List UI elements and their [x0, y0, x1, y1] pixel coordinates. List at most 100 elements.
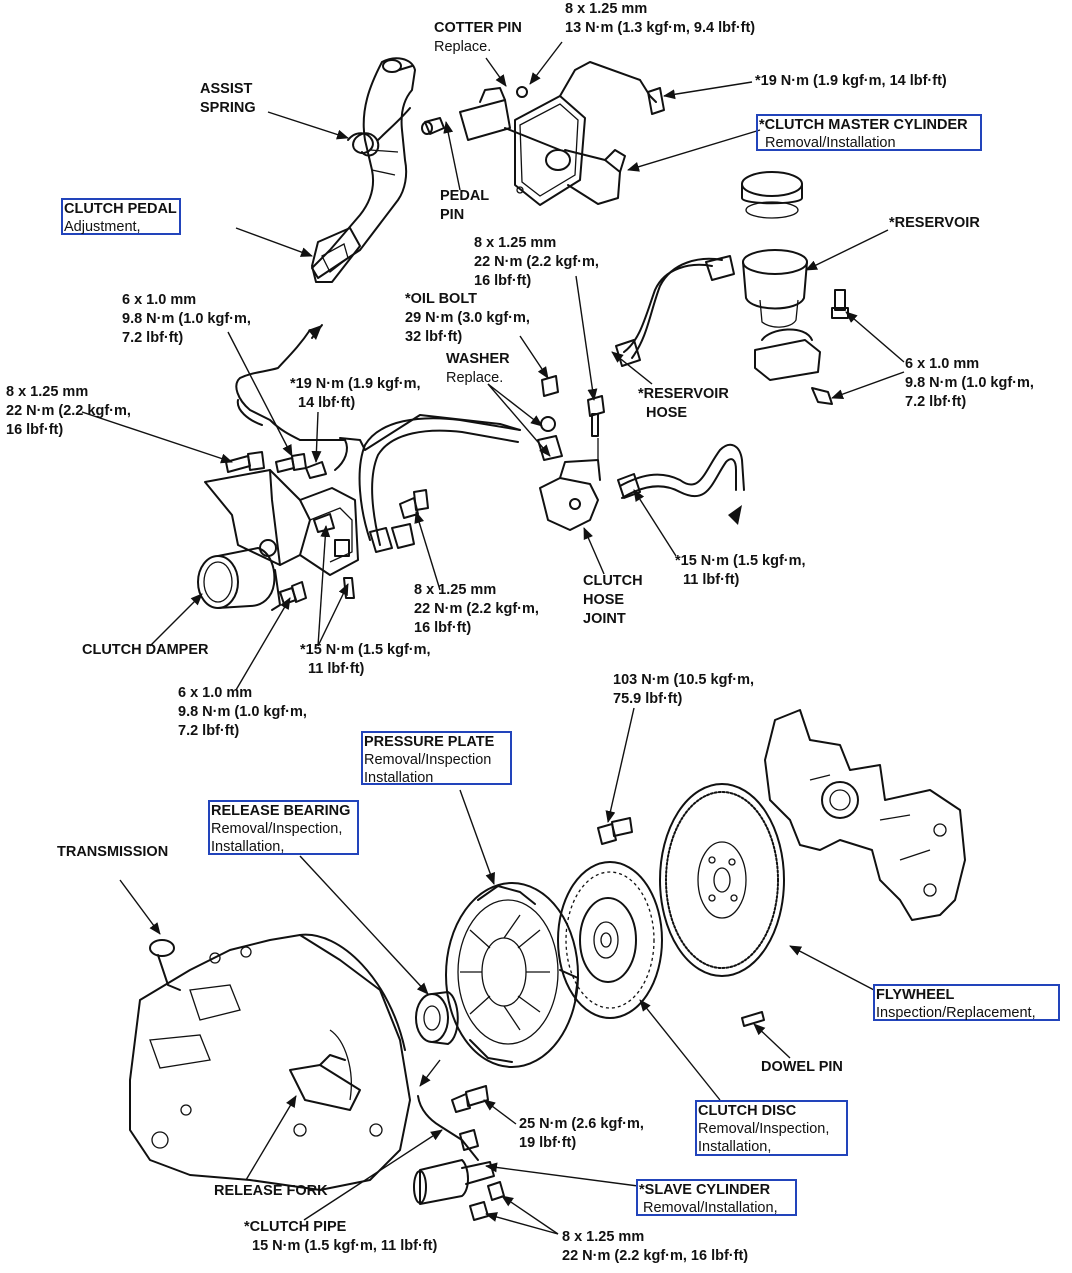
transmission-drawing — [129, 933, 411, 1191]
hose-end-fitting — [369, 527, 393, 553]
assist-spring-drawing — [347, 107, 411, 157]
pressure-plate-bolt-torque: 25 N·m (2.6 kgf·m, — [519, 1116, 644, 1132]
release-bearing-drawing — [415, 991, 459, 1045]
pipe-bracket-assembly — [204, 329, 359, 611]
assist-spring-line1: ASSIST — [200, 81, 253, 97]
slave-cylinder-title: *SLAVE CYLINDER — [639, 1182, 771, 1198]
hose-clip — [391, 523, 415, 549]
clutch-hose-joint-drawing — [537, 375, 605, 531]
reservoir-hose-line1: *RESERVOIR — [638, 386, 729, 402]
clutch-hose-joint-line2: HOSE — [583, 592, 625, 608]
hose-joint-bolt-label: 8 x 1.25 mm 22 N·m (2.2 kgf·m, 16 lbf·ft… — [474, 234, 599, 291]
pressure-plate-procedure-1: Removal/Inspection — [364, 752, 492, 768]
pipe-torque-left-label: *19 N·m (1.9 kgf·m, 14 lbf·ft) — [290, 375, 421, 413]
flywheel-bolt — [597, 823, 617, 845]
release-fork-label: RELEASE FORK — [214, 1182, 328, 1201]
release-fork-drawing — [289, 1064, 361, 1111]
engine-block-drawing — [764, 709, 966, 921]
assist-spring-line2: SPRING — [200, 100, 256, 116]
reservoir-label: *RESERVOIR — [889, 214, 980, 233]
clutch-pipe-title: *CLUTCH PIPE — [244, 1219, 347, 1235]
flywheel-title: FLYWHEEL — [876, 987, 955, 1003]
top-bolt-torque: 13 N·m (1.3 kgf·m, 9.4 lbf·ft) — [565, 20, 756, 36]
clutch-pipe-drawing — [417, 1095, 479, 1161]
washer-title: WASHER — [446, 351, 510, 367]
flywheel-bolt-lbfft: 75.9 lbf·ft) — [613, 691, 683, 707]
damper-bolt-left-lbfft: 16 lbf·ft) — [6, 422, 64, 438]
pressure-plate-drawing — [445, 882, 579, 1068]
clutch-hose-joint-line3: JOINT — [583, 611, 626, 627]
reservoir-hose-label: *RESERVOIR HOSE — [638, 385, 729, 423]
damper-bracket-bolt-torque: 9.8 N·m (1.0 kgf·m, — [178, 704, 307, 720]
clutch-pedal-procedure: Adjustment, — [64, 219, 141, 235]
slave-cylinder-link[interactable]: *SLAVE CYLINDER Removal/Installation, — [636, 1179, 797, 1216]
pressure-plate-bolt — [451, 1093, 471, 1113]
slave-bolts-label: 8 x 1.25 mm 22 N·m (2.2 kgf·m, 16 lbf·ft… — [562, 1228, 748, 1266]
leader-lines — [81, 41, 905, 1235]
clutch-pedal-drawing — [311, 57, 416, 283]
clutch-master-cylinder-procedure: Removal/Installation — [765, 135, 896, 151]
damper-bolt-left-size: 8 x 1.25 mm — [6, 384, 89, 400]
pressure-plate-bolt-lbfft: 19 lbf·ft) — [519, 1135, 577, 1151]
flywheel-drawing — [659, 783, 785, 977]
clutch-hose-joint-line1: CLUTCH — [583, 573, 643, 589]
hose-joint-bolt-torque: 22 N·m (2.2 kgf·m, — [474, 254, 599, 270]
dowel-pin-drawing — [741, 1011, 765, 1027]
damper-pipe-torque-label: *15 N·m (1.5 kgf·m, 11 lbf·ft) — [300, 641, 431, 679]
clutch-pedal-link[interactable]: CLUTCH PEDAL Adjustment, — [61, 198, 181, 235]
flywheel-bolt-label: 103 N·m (10.5 kgf·m, 75.9 lbf·ft) — [613, 671, 754, 709]
pedal-pin-label: PEDAL PIN — [440, 187, 489, 225]
release-bearing-link[interactable]: RELEASE BEARING Removal/Inspection, Inst… — [208, 800, 359, 855]
cotter-pin-label: COTTER PIN Replace. — [434, 19, 522, 57]
clutch-pedal-title: CLUTCH PEDAL — [64, 201, 177, 217]
damper-bracket-bolt-size: 6 x 1.0 mm — [178, 685, 253, 701]
pressure-plate-link[interactable]: PRESSURE PLATE Removal/Inspection Instal… — [361, 731, 512, 786]
clutch-disc-procedure-2: Installation, — [698, 1139, 772, 1155]
reservoir-hose-line2: HOSE — [646, 405, 688, 421]
damper-bolt-mid-size: 8 x 1.25 mm — [414, 582, 497, 598]
left-bracket-bolt-torque: 9.8 N·m (1.0 kgf·m, — [122, 311, 251, 327]
release-fork-text: RELEASE FORK — [214, 1183, 328, 1199]
hose-joint-torque-label: *15 N·m (1.5 kgf·m, 11 lbf·ft) — [675, 552, 806, 590]
assist-spring-label: ASSIST SPRING — [200, 80, 256, 118]
top-bolt-size: 8 x 1.25 mm — [565, 1, 648, 17]
oil-bolt-torque: 29 N·m (3.0 kgf·m, — [405, 310, 530, 326]
clutch-master-cylinder-link[interactable]: *CLUTCH MASTER CYLINDER Removal/Installa… — [756, 114, 982, 151]
clutch-pipe-label: *CLUTCH PIPE 15 N·m (1.5 kgf·m, 11 lbf·f… — [244, 1218, 437, 1256]
dowel-pin-label: DOWEL PIN — [761, 1058, 843, 1077]
slave-cylinder-procedure: Removal/Installation, — [643, 1200, 778, 1216]
clutch-disc-link[interactable]: CLUTCH DISC Removal/Inspection, Installa… — [695, 1100, 848, 1156]
slave-hose-drawing — [619, 443, 745, 491]
damper-bolt-mid-torque: 22 N·m (2.2 kgf·m, — [414, 601, 539, 617]
release-bearing-procedure-2: Installation, — [211, 839, 285, 855]
slave-bolts-size: 8 x 1.25 mm — [562, 1229, 645, 1245]
pedal-pin-line2: PIN — [440, 207, 465, 223]
clutch-pipe-torque: 15 N·m (1.5 kgf·m, 11 lbf·ft) — [252, 1238, 438, 1254]
slave-cylinder-drawing — [413, 1159, 505, 1221]
transmission-text: TRANSMISSION — [57, 844, 169, 860]
pipe-torque-top-text: *19 N·m (1.9 kgf·m, 14 lbf·ft) — [755, 73, 947, 89]
clutch-damper-text: CLUTCH DAMPER — [82, 642, 209, 658]
damper-pipe-torque-line1: *15 N·m (1.5 kgf·m, — [300, 642, 431, 658]
clutch-hose-drawing — [358, 417, 521, 541]
oil-bolt-lbfft: 32 lbf·ft) — [405, 329, 463, 345]
release-bearing-procedure-1: Removal/Inspection, — [211, 821, 343, 837]
pipe-torque-left-line1: *19 N·m (1.9 kgf·m, — [290, 376, 421, 392]
pipe-end-right — [728, 505, 742, 525]
cotter-pin-title: COTTER PIN — [434, 20, 522, 36]
damper-bolt-mid-lbfft: 16 lbf·ft) — [414, 620, 472, 636]
damper-bracket-bolt-label: 6 x 1.0 mm 9.8 N·m (1.0 kgf·m, 7.2 lbf·f… — [178, 684, 307, 741]
flywheel-procedure: Inspection/Replacement, — [876, 1005, 1036, 1021]
flywheel-link[interactable]: FLYWHEEL Inspection/Replacement, — [873, 984, 1060, 1021]
pipe-fitting-top — [647, 87, 665, 115]
reservoir-drawing — [741, 171, 849, 405]
washer-note: Replace. — [446, 370, 504, 386]
clutch-hose-joint-label: CLUTCH HOSE JOINT — [583, 572, 643, 629]
release-bearing-title: RELEASE BEARING — [211, 803, 351, 819]
cotter-pin-note: Replace. — [434, 39, 492, 55]
reservoir-bolt-lbfft: 7.2 lbf·ft) — [905, 394, 967, 410]
hose-joint-torque-line2: 11 lbf·ft) — [683, 572, 740, 588]
dowel-pin-text: DOWEL PIN — [761, 1059, 843, 1075]
hose-joint-bolt-size: 8 x 1.25 mm — [474, 235, 557, 251]
